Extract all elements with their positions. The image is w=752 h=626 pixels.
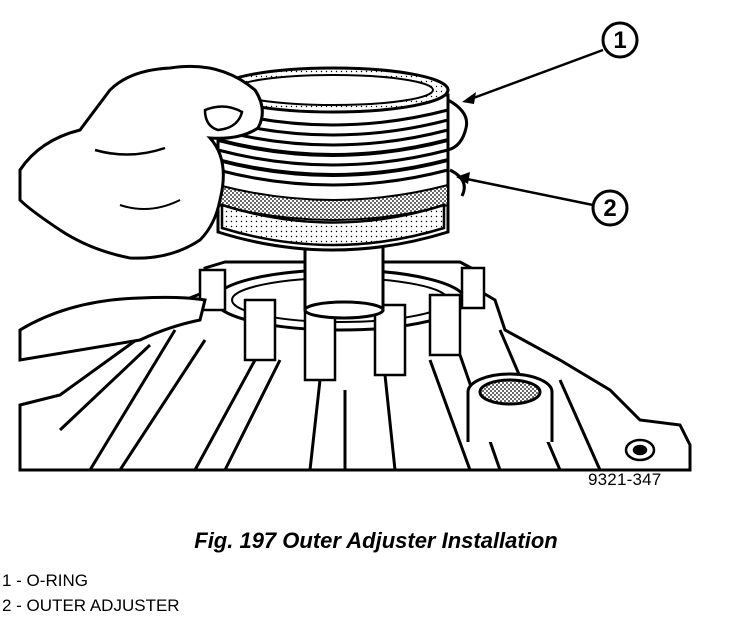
figure-id: 9321-347 — [588, 470, 662, 489]
lower-hand — [18, 295, 207, 362]
callout-2-number: 2 — [603, 195, 616, 222]
outer-adjuster — [216, 66, 450, 252]
housing-ribs — [58, 329, 602, 471]
callout-2: 2 — [456, 172, 629, 227]
legend-item: 2 - OUTER ADJUSTER — [2, 596, 180, 615]
hand — [18, 64, 264, 260]
housing-bolt — [624, 438, 656, 462]
outer-adjuster-illustration: 1 2 — [18, 21, 692, 472]
legend-item: 1 - O-RING — [2, 571, 88, 590]
port-boss — [466, 372, 554, 442]
o-ring — [447, 98, 469, 197]
callout-1: 1 — [462, 21, 639, 104]
callout-1-number: 1 — [613, 27, 626, 54]
legend: 1 - O-RING 2 - OUTER ADJUSTER — [2, 568, 180, 618]
figure-caption: Fig. 197 Outer Adjuster Installation — [194, 528, 558, 553]
